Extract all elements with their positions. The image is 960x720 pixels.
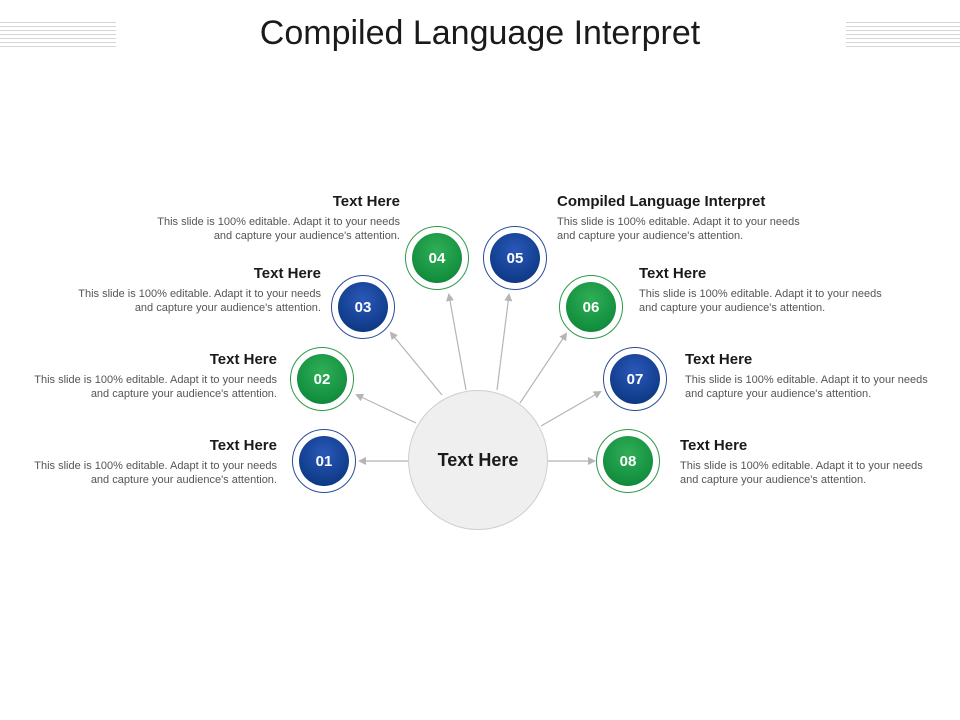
label-06-description: This slide is 100% editable. Adapt it to… (639, 288, 882, 314)
node-07-number: 07 (610, 354, 660, 404)
arrow-06 (519, 332, 568, 404)
node-07: 07 (603, 347, 667, 411)
label-08: Text Here This slide is 100% editable. A… (680, 437, 940, 487)
label-01: Text Here This slide is 100% editable. A… (17, 437, 277, 487)
label-03-description: This slide is 100% editable. Adapt it to… (78, 288, 321, 314)
arrow-07 (540, 391, 602, 427)
node-01: 01 (292, 429, 356, 493)
node-01-number: 01 (299, 436, 349, 486)
label-02-heading: Text Here (209, 351, 277, 368)
node-03: 03 (331, 275, 395, 339)
label-06-heading: Text Here (639, 265, 707, 282)
node-08-number: 08 (603, 436, 653, 486)
label-08-description: This slide is 100% editable. Adapt it to… (680, 460, 923, 486)
label-03: Text Here This slide is 100% editable. A… (61, 265, 321, 315)
label-02-description: This slide is 100% editable. Adapt it to… (34, 374, 277, 400)
arrow-03 (389, 331, 443, 396)
label-04-description: This slide is 100% editable. Adapt it to… (157, 216, 400, 242)
label-03-heading: Text Here (253, 265, 321, 282)
label-02: Text Here This slide is 100% editable. A… (17, 351, 277, 401)
arrow-05 (496, 293, 513, 391)
center-hub: Text Here (408, 390, 548, 530)
label-07-description: This slide is 100% editable. Adapt it to… (685, 374, 928, 400)
decorative-lines-right (846, 22, 960, 50)
node-03-number: 03 (338, 282, 388, 332)
node-04-number: 04 (412, 233, 462, 283)
arrow-02 (355, 393, 417, 424)
node-04: 04 (405, 226, 469, 290)
node-05-number: 05 (490, 233, 540, 283)
label-01-heading: Text Here (209, 437, 277, 454)
label-05: Compiled Language Interpret This slide i… (557, 193, 817, 243)
node-08: 08 (596, 429, 660, 493)
label-04-heading: Text Here (332, 193, 400, 210)
label-06: Text Here This slide is 100% editable. A… (639, 265, 899, 315)
label-04: Text Here This slide is 100% editable. A… (140, 193, 400, 243)
node-06: 06 (559, 275, 623, 339)
label-01-description: This slide is 100% editable. Adapt it to… (34, 460, 277, 486)
arrow-04 (446, 293, 467, 391)
decorative-lines-left (0, 22, 116, 50)
node-02-number: 02 (297, 354, 347, 404)
node-05: 05 (483, 226, 547, 290)
node-06-number: 06 (566, 282, 616, 332)
label-05-description: This slide is 100% editable. Adapt it to… (557, 216, 800, 242)
node-02: 02 (290, 347, 354, 411)
label-07-heading: Text Here (685, 351, 753, 368)
slide-title: Compiled Language Interpret (259, 14, 701, 52)
label-08-heading: Text Here (680, 437, 748, 454)
label-05-heading: Compiled Language Interpret (557, 193, 766, 210)
label-07: Text Here This slide is 100% editable. A… (685, 351, 945, 401)
